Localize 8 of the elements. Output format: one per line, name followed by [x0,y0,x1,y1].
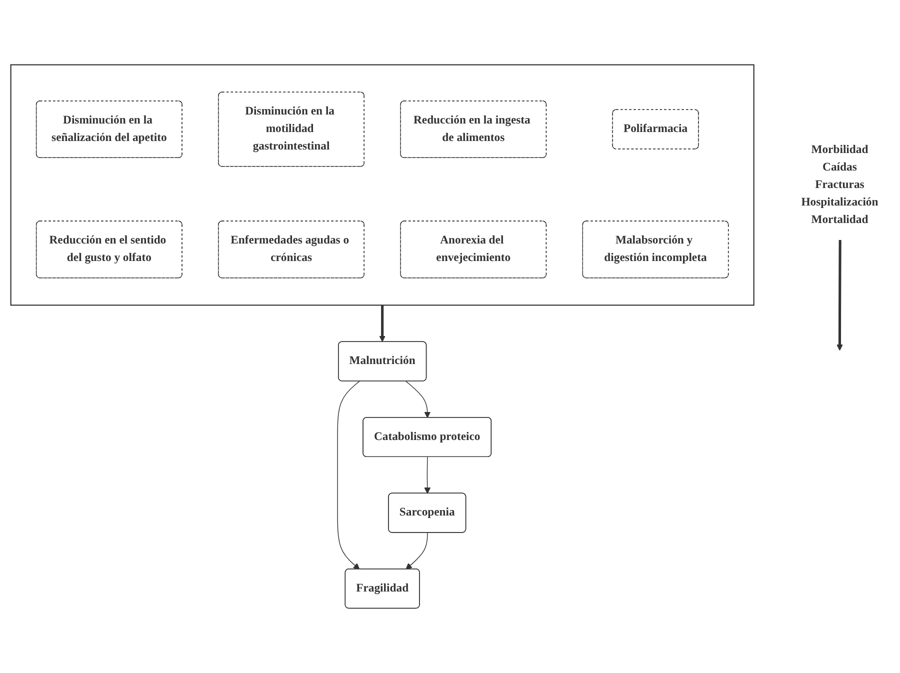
arrow [406,532,428,570]
arrow [406,380,431,418]
arrow [424,456,431,494]
arrow [379,305,386,342]
node-text: Morbilidad Caídas Fracturas Hospitalización Mortalidad [801,143,878,226]
cluster [10,64,754,306]
arrow [836,240,843,351]
arrow [337,380,360,570]
